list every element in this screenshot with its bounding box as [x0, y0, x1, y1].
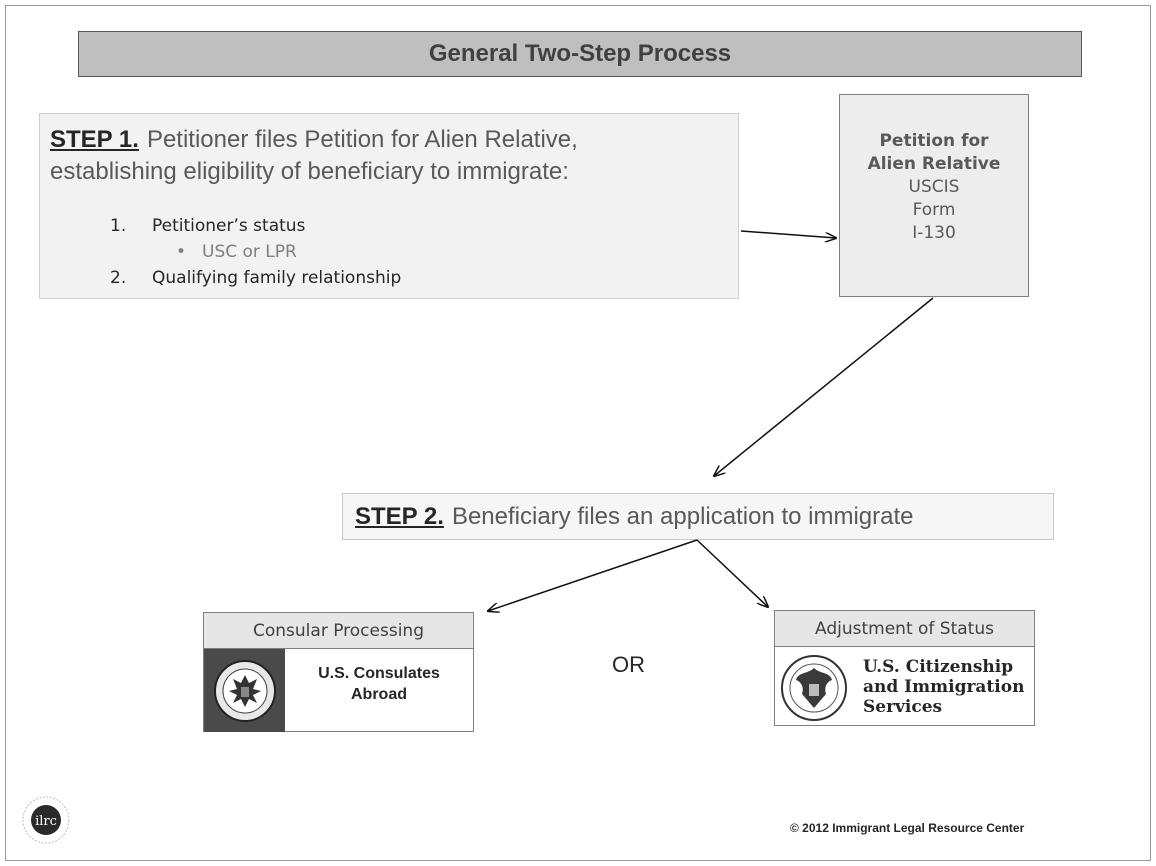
arrow-step1-to-petition — [740, 230, 836, 238]
logo-text: ilrc — [35, 814, 57, 829]
department-of-state-seal-icon — [204, 649, 285, 732]
homeland-security-seal-icon — [779, 653, 849, 723]
ilrc-logo: ilrc — [22, 796, 70, 844]
uscis-line1: U.S. Citizenship — [863, 657, 1014, 677]
step2-label: STEP 2. — [355, 502, 444, 530]
list-number: 2. — [110, 268, 127, 288]
list-subitem: • USC or LPR — [176, 242, 297, 262]
arrow-step2-to-adjustment — [696, 539, 768, 607]
petition-form-box: Petition for Alien Relative USCIS Form I… — [839, 94, 1029, 297]
step1-text-line2: establishing eligibility of beneficiary … — [50, 158, 569, 185]
list-item: 1. Petitioner’s status — [110, 216, 305, 236]
consular-processing-box: Consular Processing U.S. Consulates Abro… — [203, 612, 474, 732]
uscis-text: U.S. Citizenship and Immigration Service… — [863, 657, 1024, 717]
list-text: Petitioner’s status — [152, 216, 306, 236]
step1-box: STEP 1. Petitioner files Petition for Ali… — [39, 113, 739, 299]
page-title: General Two-Step Process — [78, 31, 1082, 77]
uscis-line3: Services — [863, 697, 943, 717]
copyright-text: © 2012 Immigrant Legal Resource Center — [790, 821, 1025, 835]
bullet-icon: • — [176, 242, 187, 262]
consulates-text: U.S. Consulates Abroad — [304, 663, 454, 705]
consular-header: Consular Processing — [204, 613, 473, 649]
or-label: OR — [612, 652, 645, 677]
step1-label: STEP 1. — [50, 126, 139, 153]
petition-line3: USCIS — [908, 177, 960, 197]
petition-line1: Petition for — [879, 131, 989, 151]
arrow-petition-to-step2 — [714, 297, 934, 476]
list-number: 1. — [110, 216, 127, 236]
arrow-step2-to-consular — [488, 539, 698, 611]
consulates-line1: U.S. Consulates — [318, 665, 440, 682]
step2-text: Beneficiary files an application to immi… — [451, 502, 914, 530]
petition-line2: Alien Relative — [867, 154, 1001, 174]
consulates-line2: Abroad — [351, 686, 407, 703]
list-item: 2. Qualifying family relationship — [110, 268, 401, 288]
adjustment-header: Adjustment of Status — [775, 611, 1034, 647]
petition-line4: Form — [912, 200, 956, 220]
step1-heading: STEP 1. Petitioner files Petition for Ali… — [50, 124, 730, 188]
step2-box: STEP 2. Beneficiary files an application… — [342, 493, 1054, 540]
adjustment-of-status-box: Adjustment of Status U.S. Citizenship an… — [774, 610, 1035, 726]
step1-text-line1: Petitioner files Petition for Alien Rela… — [146, 126, 578, 153]
subitem-text: USC or LPR — [202, 242, 297, 262]
petition-line5: I-130 — [912, 223, 956, 243]
uscis-line2: and Immigration — [863, 677, 1025, 697]
list-text: Qualifying family relationship — [152, 268, 402, 288]
